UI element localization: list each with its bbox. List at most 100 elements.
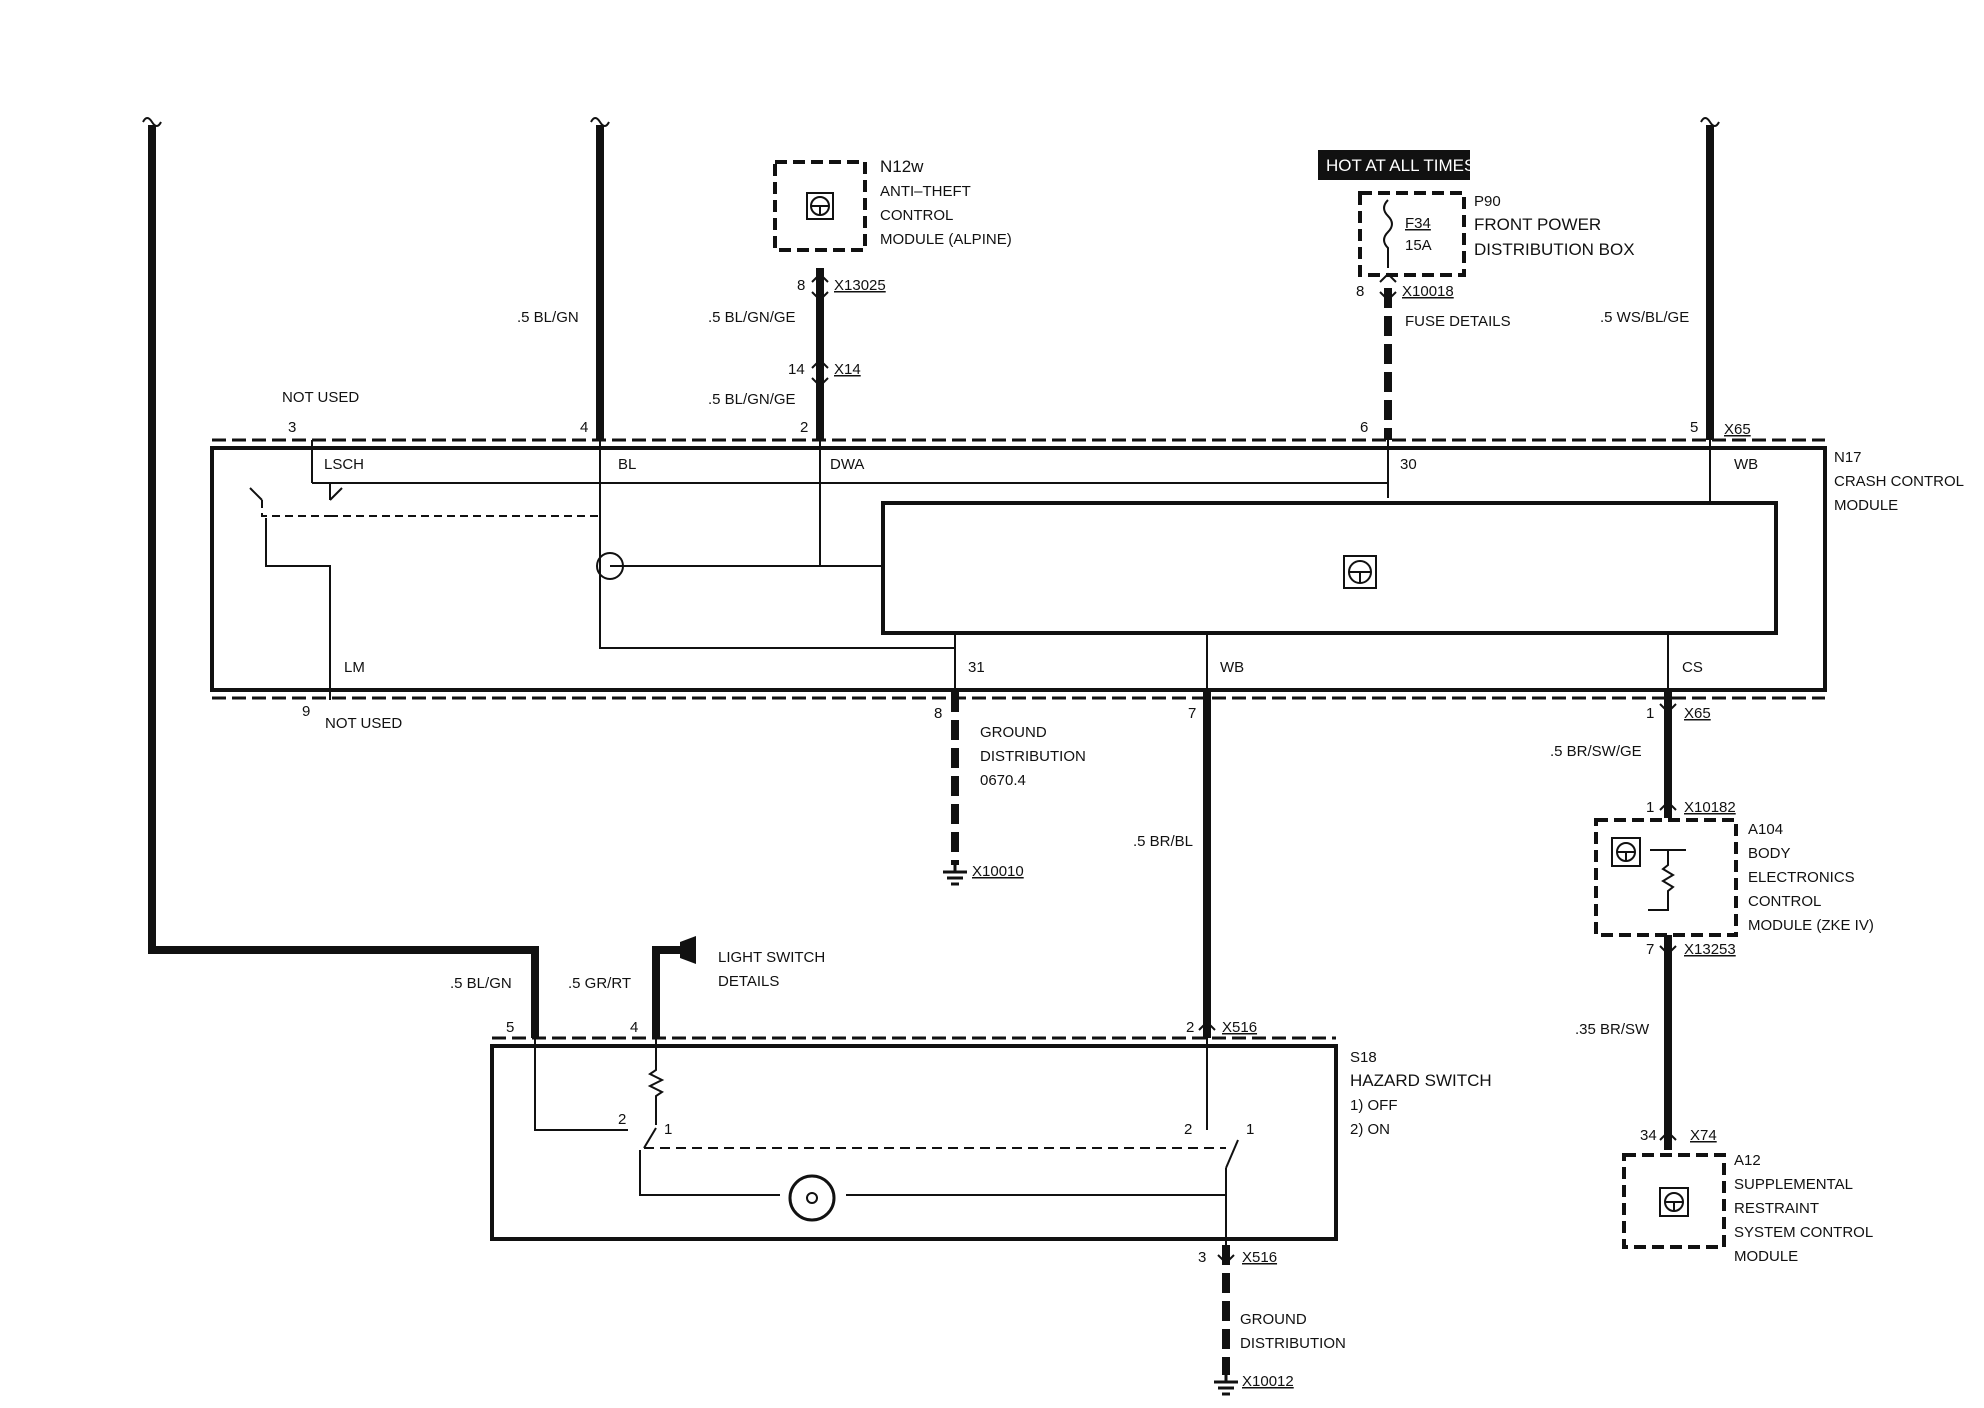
- light-switch-line: DETAILS: [718, 973, 779, 990]
- resistor-icon: [647, 1038, 665, 1125]
- n17-pin-label: 31: [968, 659, 985, 676]
- wires: [142, 117, 1720, 1375]
- pin-number: 1: [664, 1121, 672, 1138]
- s18-switch: [490, 1036, 1338, 1245]
- pin-number: 2: [800, 419, 808, 436]
- wire-break-mark: [142, 117, 162, 127]
- connector-label: X10012: [1242, 1373, 1294, 1390]
- wire-break-mark: [590, 117, 610, 127]
- pin-number: 9: [302, 703, 310, 720]
- connector-label: X65: [1684, 705, 1711, 722]
- connector-marks: [811, 272, 1677, 1265]
- ground-dist-line: 0670.4: [980, 772, 1026, 789]
- n12w-line: CONTROL: [880, 207, 953, 224]
- wire-label: .5 WS/BL/GE: [1600, 309, 1689, 326]
- connector-label: X10018: [1402, 283, 1454, 300]
- pin-number: 4: [630, 1019, 638, 1036]
- connector-label: X10010: [972, 863, 1024, 880]
- pin-number: 5: [506, 1019, 514, 1036]
- ground-dist-line: GROUND: [1240, 1311, 1307, 1328]
- wire-label: .5 BL/GN/GE: [708, 391, 796, 408]
- pin-number: 4: [580, 419, 588, 436]
- fuse-rating: 15A: [1405, 237, 1432, 254]
- wire-light-switch: [652, 946, 680, 1038]
- wire-label: .5 BR/SW/GE: [1550, 743, 1642, 760]
- n17-line: MODULE: [1834, 497, 1898, 514]
- p90-line: DISTRIBUTION BOX: [1474, 240, 1635, 259]
- wire-label: .5 GR/RT: [568, 975, 631, 992]
- n12w-module: [773, 160, 867, 252]
- n17-pin-label: LSCH: [324, 456, 364, 473]
- wire-label: .5 BL/GN/GE: [708, 309, 796, 326]
- ground-dist-line: DISTRIBUTION: [1240, 1335, 1346, 1352]
- fuse-icon: [1383, 199, 1393, 268]
- transistor-icon: [596, 552, 624, 580]
- pin-number: 1: [1646, 705, 1654, 722]
- pin-number: 7: [1646, 941, 1654, 958]
- pin-number: 2: [1186, 1019, 1194, 1036]
- resistor-icon: [1648, 850, 1675, 911]
- n17-pin-label: CS: [1682, 659, 1703, 676]
- module-icon: [806, 192, 834, 220]
- p90-id: P90: [1474, 193, 1501, 210]
- pin-number: 8: [1356, 283, 1364, 300]
- connector-label: X74: [1690, 1127, 1717, 1144]
- n12w-line: MODULE (ALPINE): [880, 231, 1012, 248]
- a104-module: [1594, 818, 1738, 937]
- a104-line: BODY: [1748, 845, 1791, 862]
- hot-banner: HOT AT ALL TIMES: [1326, 156, 1475, 175]
- pin-number: 2: [1184, 1121, 1192, 1138]
- pin-number: 8: [934, 705, 942, 722]
- fuse-id: F34: [1405, 215, 1431, 232]
- module-icon: [1343, 555, 1377, 589]
- wire-label: .5 BR/BL: [1133, 833, 1193, 850]
- connector-label: X516: [1222, 1019, 1257, 1036]
- a104-line: CONTROL: [1748, 893, 1821, 910]
- ground-dist-line: GROUND: [980, 724, 1047, 741]
- n12w-line: ANTI–THEFT: [880, 183, 971, 200]
- a12-module: [1622, 1153, 1726, 1249]
- p90-line: FRONT POWER: [1474, 215, 1601, 234]
- wire-break-mark: [1700, 117, 1720, 127]
- s18-line: 1) OFF: [1350, 1097, 1398, 1114]
- n17-module: [210, 438, 1827, 700]
- n17-pin-label: WB: [1734, 456, 1758, 473]
- pin-number: 14: [788, 361, 805, 378]
- connector-label: X10182: [1684, 799, 1736, 816]
- a12-line: RESTRAINT: [1734, 1200, 1819, 1217]
- connector-label: X13253: [1684, 941, 1736, 958]
- a12-line: SUPPLEMENTAL: [1734, 1176, 1853, 1193]
- n17-line: CRASH CONTROL: [1834, 473, 1964, 490]
- n17-pin-label: 30: [1400, 456, 1417, 473]
- s18-line: HAZARD SWITCH: [1350, 1071, 1492, 1090]
- connector-label: X13025: [834, 277, 886, 294]
- wire-label: .35 BR/SW: [1575, 1021, 1650, 1038]
- n17-pin-label: DWA: [830, 456, 864, 473]
- note-not-used: NOT USED: [282, 389, 359, 406]
- connector-label: X516: [1242, 1249, 1277, 1266]
- a104-line: ELECTRONICS: [1748, 869, 1855, 886]
- n17-id: N17: [1834, 449, 1862, 466]
- a104-line: MODULE (ZKE IV): [1748, 917, 1874, 934]
- light-switch-line: LIGHT SWITCH: [718, 949, 825, 966]
- n17-pin-label: BL: [618, 456, 636, 473]
- connector-label: X14: [834, 361, 861, 378]
- wire-left-loop: [148, 125, 539, 1038]
- module-icon: [1611, 837, 1641, 867]
- pin-number: 2: [618, 1111, 626, 1128]
- n12w-id: N12w: [880, 157, 924, 176]
- pin-number: 6: [1360, 419, 1368, 436]
- a12-id: A12: [1734, 1152, 1761, 1169]
- s18-id: S18: [1350, 1049, 1377, 1066]
- pin-number: 7: [1188, 705, 1196, 722]
- ground-icon: [943, 865, 967, 886]
- n17-pin-label: LM: [344, 659, 365, 676]
- wire-label: .5 BL/GN: [517, 309, 579, 326]
- arrow-icon: [680, 936, 696, 964]
- pin-number: 3: [1198, 1249, 1206, 1266]
- connector-label: X65: [1724, 421, 1751, 438]
- pin-number: 5: [1690, 419, 1698, 436]
- lamp-icon: [788, 1174, 836, 1222]
- p90-box: [1358, 191, 1466, 277]
